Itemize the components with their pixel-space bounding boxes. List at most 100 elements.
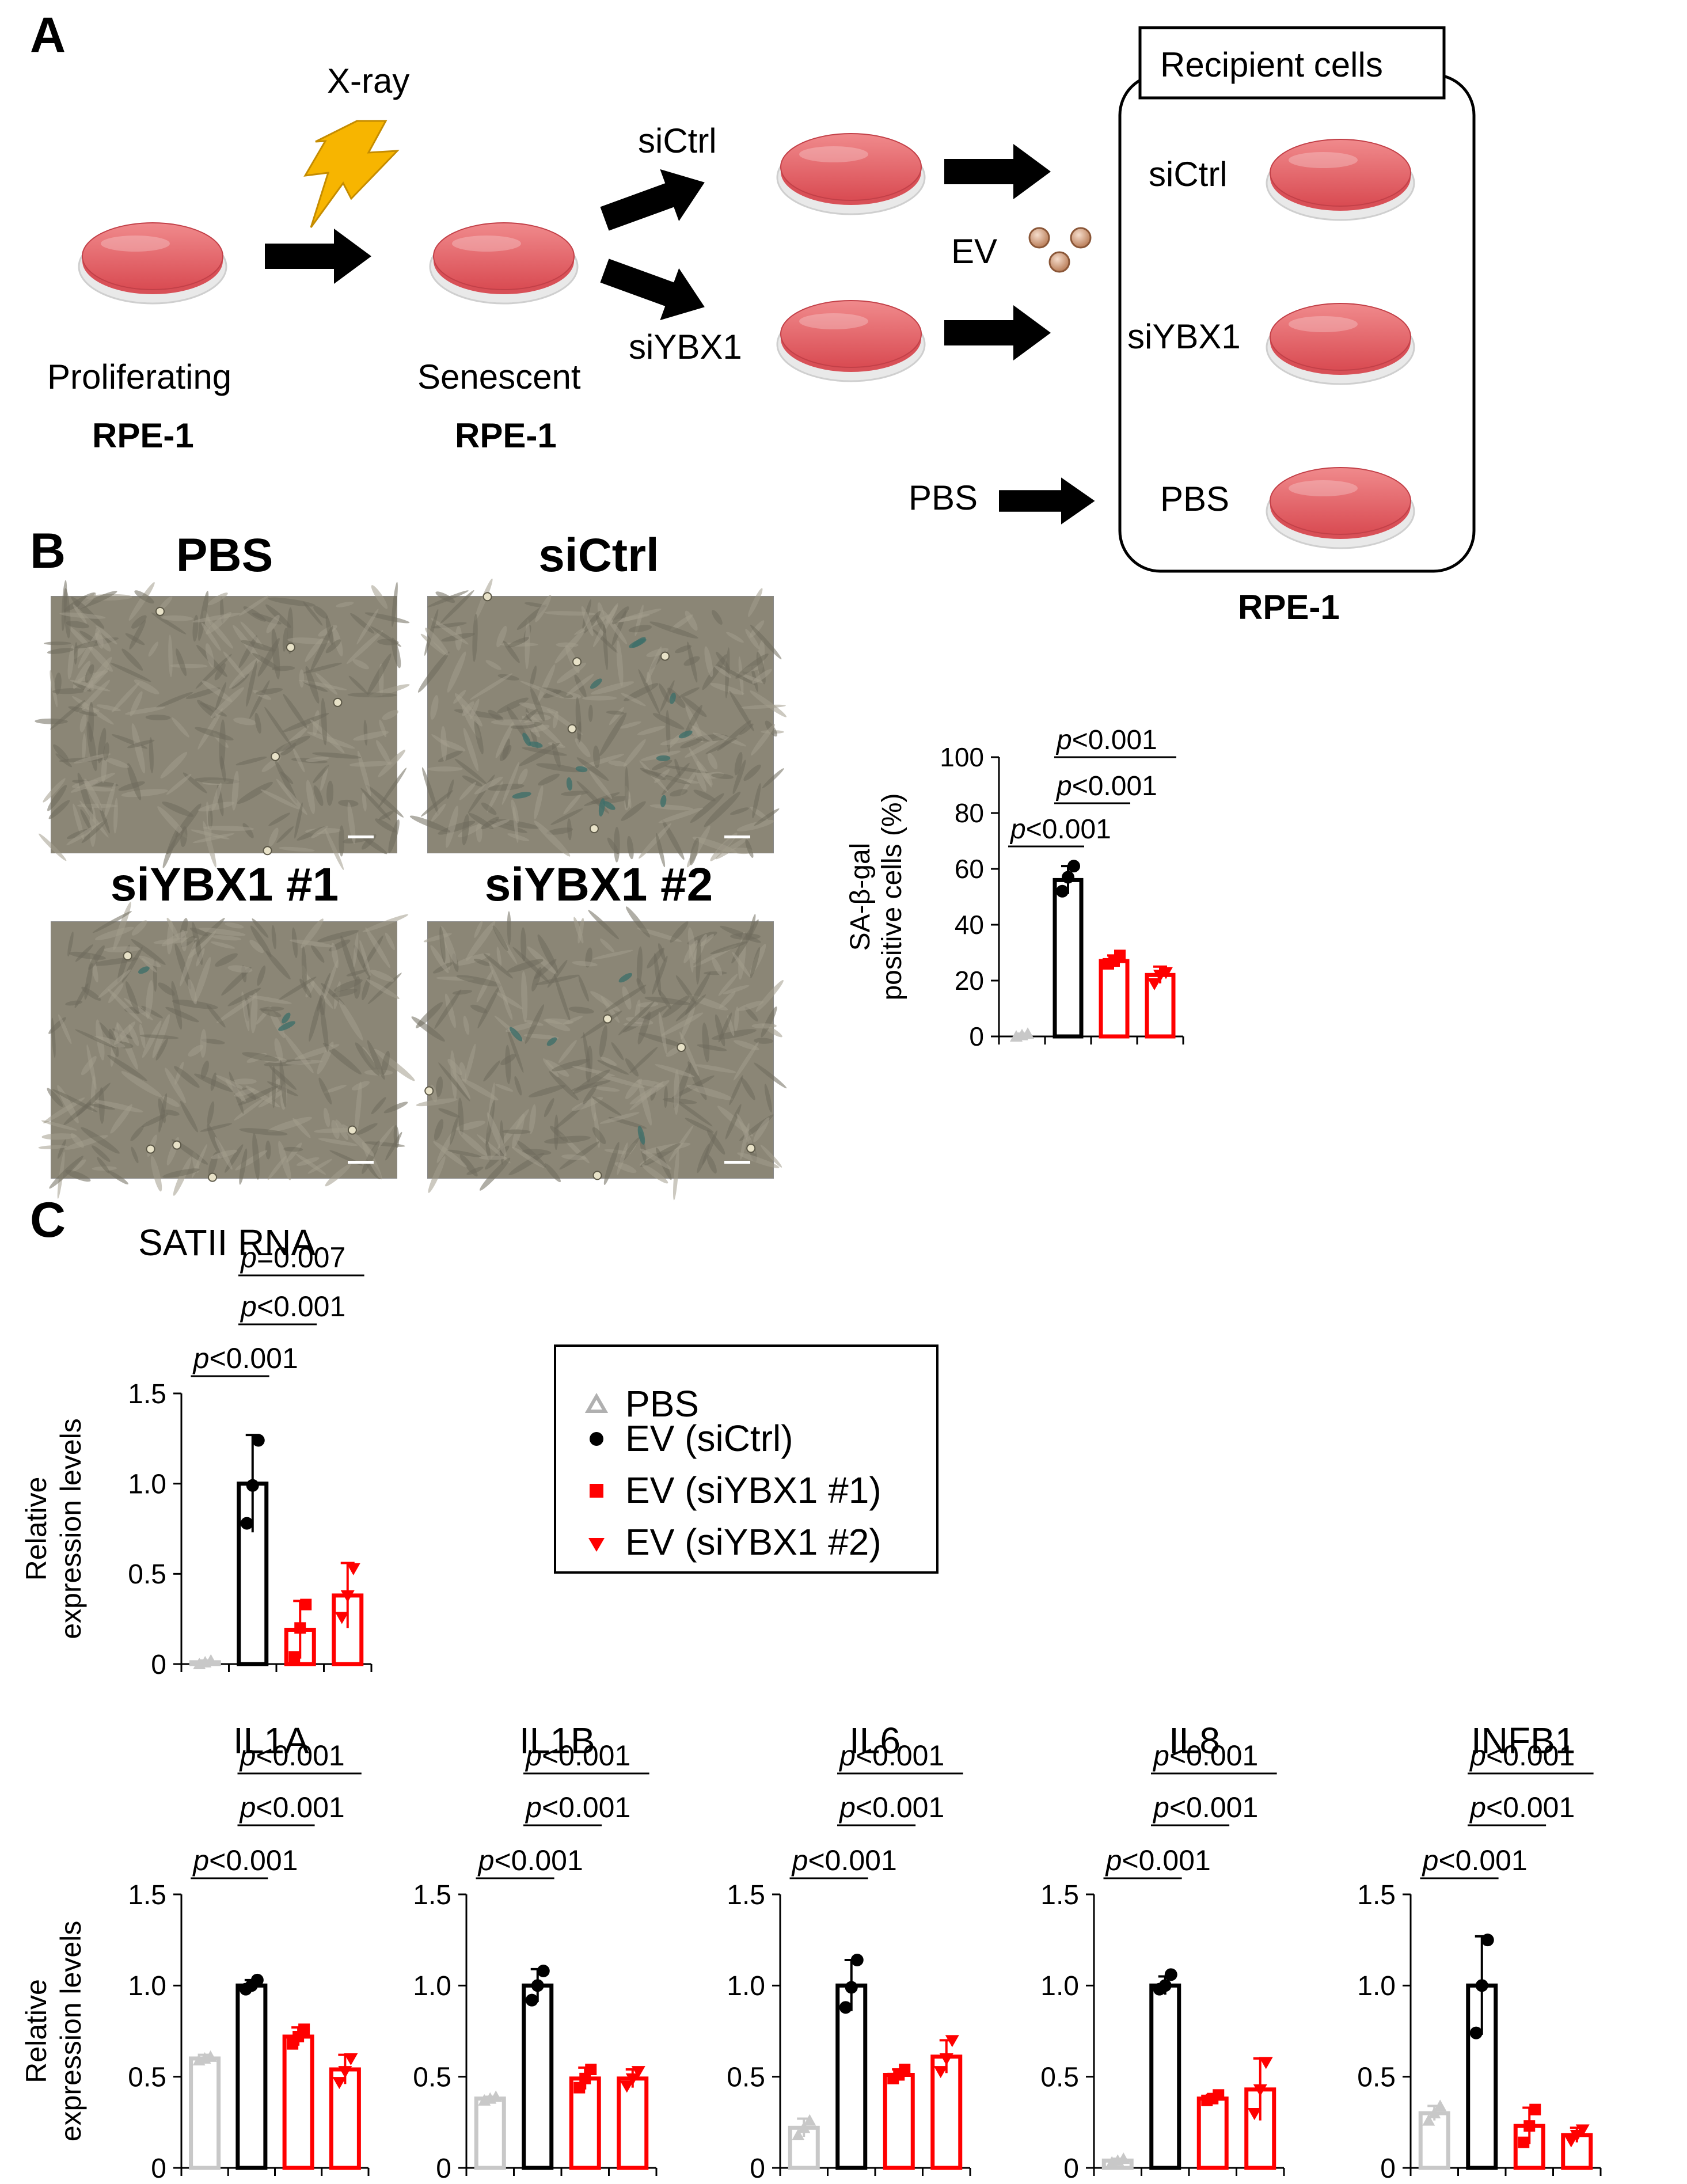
p-value-label: p<0.001 [1469,1739,1575,1772]
data-point [945,2035,959,2048]
panel-label-c: C [30,1192,66,1248]
ev-particle-icon [1070,227,1092,249]
data-point [1117,2152,1130,2164]
y-tick-label: 40 [955,910,984,940]
y-tick-label: 1.5 [413,1880,451,1910]
bar [1145,973,1176,1039]
panel-label-a: A [30,7,66,63]
proliferating-dish [78,222,227,305]
legend-label-ev-siybx1-2: EV (siYBX1 #2) [625,1521,882,1563]
y-tick-label: 1.5 [128,1880,166,1910]
arrow-pbs-to-recipient [999,477,1095,525]
panel-a-diagram [78,26,1476,573]
data-point [300,1598,312,1611]
y-tick-label: 1.0 [1040,1971,1079,2001]
recipient-siybx1-dish [1266,302,1415,385]
chart-title: IL6 [849,1720,901,1761]
recipient-rpe1-label: RPE-1 [1238,588,1340,626]
sictrl-donor-dish [776,132,926,215]
data-point [1469,2026,1483,2039]
data-point [1148,978,1161,990]
bar [883,2073,915,2170]
y-tick-label: 0 [151,2153,166,2184]
legend-marker-pbs [584,1392,609,1413]
senescent-rpe1-label: RPE-1 [455,416,557,455]
recipient-pbs-dish [1266,466,1415,549]
y-tick-label: 1.0 [413,1971,451,2001]
senescent-dish [429,222,579,305]
y-tick-label: 1.0 [727,1971,765,2001]
y-tick-label: 0 [1380,2153,1396,2184]
recipient-cells-title: Recipient cells [1160,45,1383,84]
data-point [204,1654,218,1666]
data-point [340,1590,355,1602]
y-tick-label: 1.5 [1040,1880,1079,1910]
data-point [1575,2124,1590,2137]
data-point [298,2023,310,2035]
data-point [250,1973,264,1987]
p-value-label: p<0.001 [1055,725,1157,755]
data-point [579,2072,591,2084]
data-point [204,2050,217,2062]
y-tick-label: 0.5 [413,2062,451,2092]
bar [569,2076,601,2170]
p-value-label: p<0.001 [239,1739,345,1772]
data-point [338,2066,352,2079]
data-point [240,1517,253,1530]
data-point [1247,2108,1262,2120]
data-point [489,2090,503,2102]
data-point [1056,884,1069,898]
micro-title-pbs: PBS [176,529,273,582]
ev-particle-icon [1048,251,1070,273]
sictrl-branch-label: siCtrl [638,121,717,160]
p-value-label: p<0.001 [525,1791,630,1824]
data-point [1475,1979,1488,1992]
legend-label-ev-sictrl: EV (siCtrl) [625,1418,793,1459]
y-axis-label: Relative [20,1979,52,2083]
data-point [573,2082,586,2094]
bar [835,1983,868,2170]
data-point [797,2121,811,2133]
data-point [1434,2099,1447,2111]
micrograph-siybx1-2 [411,906,787,1201]
data-point [537,1965,550,1977]
siybx1-branch-label: siYBX1 [629,328,742,366]
data-point [850,1954,864,1966]
p-value-label: p<0.001 [1469,1791,1575,1824]
data-point [839,2001,852,2014]
p-value-label: p<0.001 [239,1791,345,1824]
chart-title: IL8 [1169,1720,1220,1761]
data-point [346,1563,360,1575]
bar [329,2067,361,2170]
p-value-label: p<0.001 [192,1342,298,1374]
ev-label: EV [951,232,998,271]
data-point [1062,871,1074,884]
y-tick-label: 1.5 [128,1379,166,1410]
proliferating-rpe1-label: RPE-1 [92,416,194,455]
panel-label-b: B [30,523,66,579]
data-point [1067,860,1080,873]
bar [1196,2096,1229,2170]
micrograph-sictrl [409,578,787,868]
bar [1149,1983,1181,2170]
data-point [899,2064,911,2075]
arrow-siybx1-to-recipient [944,305,1051,360]
data-point [344,2053,358,2065]
data-point [1253,2084,1267,2096]
legend-label-ev-siybx1-1: EV (siYBX1 #1) [625,1469,882,1511]
arrow-to-siybx1 [595,244,715,333]
micrograph-siybx1-1 [38,902,415,1199]
micro-title-siybx1-2: siYBX1 #2 [484,859,713,911]
legend-label-pbs: PBS [625,1383,700,1425]
y-tick-label: 0.5 [727,2062,765,2092]
y-tick-label: 20 [955,966,984,996]
chart-title: SATII RNA [138,1222,316,1263]
chart-title: IL1A [233,1720,309,1761]
chart-title: INFB1 [1471,1720,1575,1761]
p-value-label: p<0.001 [525,1739,630,1772]
y-tick-label: 0.5 [1357,2062,1396,2092]
y-tick-label: 80 [955,798,984,828]
